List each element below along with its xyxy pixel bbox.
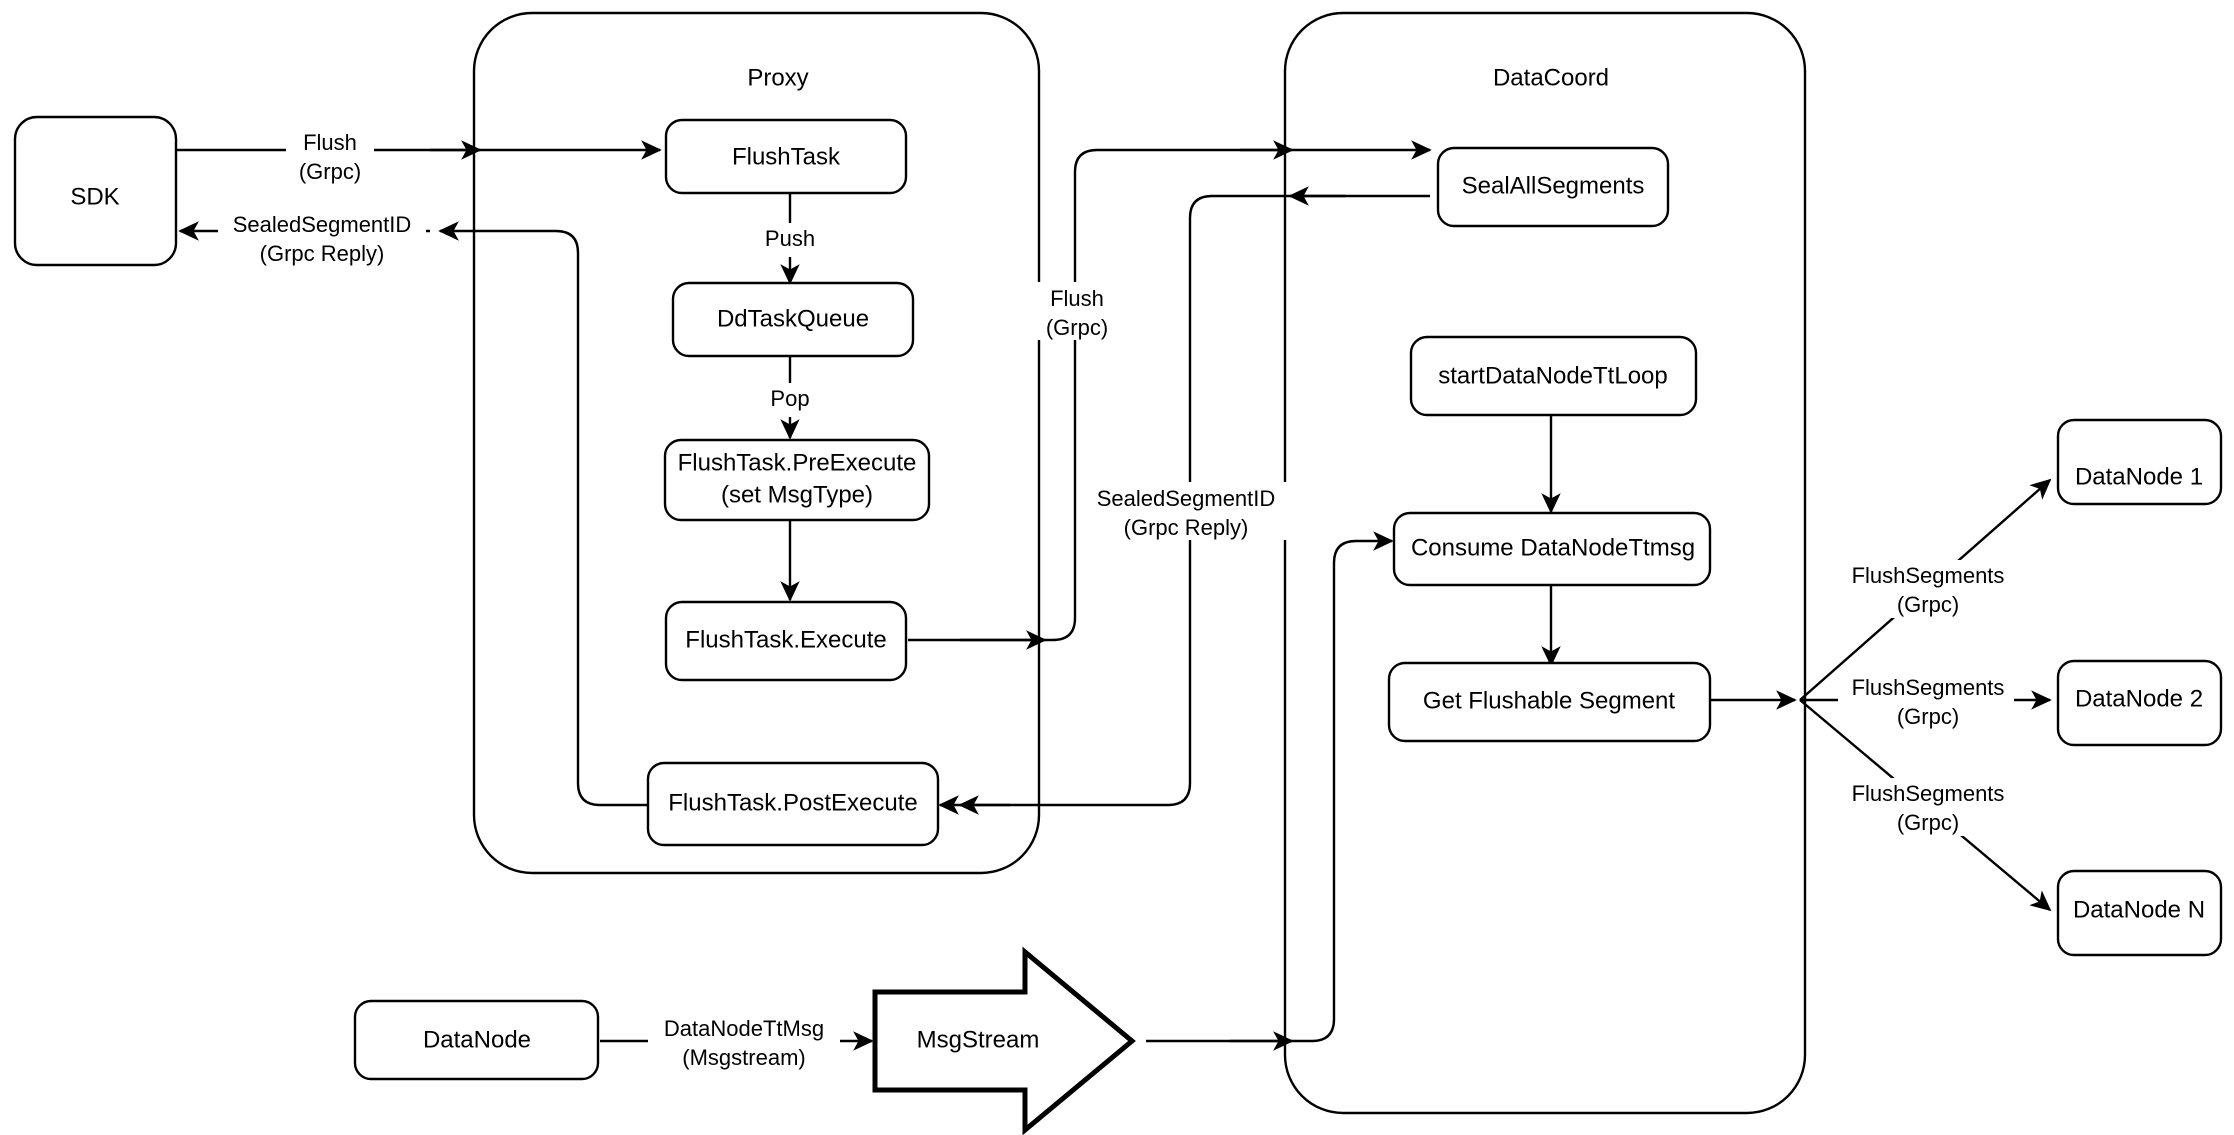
edge-label-pop: Pop — [770, 386, 809, 411]
edge-label-push: Push — [752, 223, 828, 257]
node-flush-task-execute[interactable]: FlushTask.Execute — [664, 600, 908, 682]
flush-task-preexecute-box[interactable] — [663, 438, 931, 522]
flush-task-execute-box[interactable] — [664, 600, 908, 682]
edge-label-coord-reply-line2: (Grpc Reply) — [1124, 515, 1249, 540]
edge-label-coord-reply-line1: SealedSegmentID — [1097, 486, 1276, 511]
label-bg — [648, 1012, 840, 1070]
edge-label-flush-segments-1-line1: FlushSegments — [1852, 563, 2005, 588]
node-dd-task-queue[interactable]: DdTaskQueue — [671, 281, 915, 358]
seal-all-segments-box[interactable] — [1436, 146, 1670, 228]
edge-label-pop: Pop — [756, 383, 824, 417]
node-seal-all-segments[interactable]: SealAllSegments — [1436, 146, 1670, 228]
edge-msgstream-to-consume — [1146, 531, 1394, 1043]
node-start-datanode-tt-loop[interactable]: startDataNodeTtLoop — [1409, 335, 1698, 417]
dd-task-queue-label: DdTaskQueue — [717, 305, 869, 332]
node-msgstream[interactable]: MsgStream — [872, 946, 1136, 1135]
edge-label-flush-grpc-line1: Flush — [303, 130, 357, 155]
edge-label-flush-segments-1: FlushSegments (Grpc) — [1838, 560, 2014, 618]
edge-label-datanode-ttmsg: DataNodeTtMsg (Msgstream) — [648, 1012, 840, 1070]
datanode-n-box[interactable] — [2056, 869, 2223, 957]
datanode-source-box[interactable] — [353, 999, 600, 1081]
flush-task-preexecute-label-line1: FlushTask.PreExecute — [678, 449, 917, 476]
edge-label-proxy-to-sdk: SealedSegmentID (Grpc Reply) — [218, 208, 426, 266]
consume-datanode-ttmsg-label: Consume DataNodeTtmsg — [1411, 534, 1695, 561]
proxy-group-label: Proxy — [747, 64, 808, 91]
edge-label-flush-segments-2-line1: FlushSegments — [1852, 675, 2005, 700]
flush-task-box[interactable] — [664, 118, 908, 195]
flush-task-execute-label: FlushTask.Execute — [685, 626, 886, 653]
label-bg — [756, 383, 824, 417]
node-datanode-n[interactable]: DataNode N — [2056, 869, 2223, 957]
datanode-n-label: DataNode N — [2073, 896, 2205, 923]
sdk-box[interactable] — [13, 115, 178, 267]
get-flushable-segment-box[interactable] — [1387, 661, 1712, 743]
label-bg — [1838, 560, 2014, 618]
datacoord-container-border — [1283, 11, 1807, 1115]
label-bg — [1838, 672, 2014, 730]
node-datanode-1[interactable]: DataNode 1 — [2056, 418, 2223, 506]
sdk-label: SDK — [70, 183, 119, 210]
group-proxy: Proxy — [472, 11, 1041, 875]
node-datanode-2[interactable]: DataNode 2 — [2056, 659, 2223, 747]
seal-all-segments-label: SealAllSegments — [1462, 172, 1645, 199]
edge-label-proxy-to-coord: Flush (Grpc) — [1030, 282, 1122, 340]
edge-label-flush-segments-2: FlushSegments (Grpc) — [1838, 672, 2014, 730]
edge-label-sdk-to-proxy: Flush (Grpc) — [286, 127, 374, 185]
edge-label-flush-segments-n-line1: FlushSegments — [1852, 781, 2005, 806]
edge-label-sealedsegmentid-line2: (Grpc Reply) — [260, 241, 385, 266]
edge-label-sealedsegmentid-line1: SealedSegmentID — [233, 212, 412, 237]
edge-label-flush-segments-1-line2: (Grpc) — [1897, 592, 1959, 617]
flush-task-preexecute-label-line2: (set MsgType) — [721, 481, 873, 508]
edge-label-flush-grpc-line2: (Grpc) — [299, 159, 361, 184]
group-datacoord: DataCoord — [1283, 11, 1807, 1115]
label-bg — [752, 223, 828, 257]
node-datanode-source[interactable]: DataNode — [353, 999, 600, 1081]
datanode-source-label: DataNode — [423, 1026, 531, 1053]
edge-label-flush-segments-n: FlushSegments (Grpc) — [1838, 778, 2014, 836]
edge-label-push: Push — [765, 226, 815, 251]
start-datanode-tt-loop-label: startDataNodeTtLoop — [1438, 362, 1667, 389]
datanode-1-box[interactable] — [2056, 418, 2223, 506]
dd-task-queue-box[interactable] — [671, 281, 915, 358]
msgstream-arrow-shape[interactable] — [872, 946, 1136, 1135]
edge-label-coord-flush-line2: (Grpc) — [1046, 315, 1108, 340]
msgstream-label: MsgStream — [917, 1026, 1040, 1053]
edge-label-coord-to-proxy: SealedSegmentID (Grpc Reply) — [1085, 482, 1293, 540]
node-sdk[interactable]: SDK — [13, 115, 178, 267]
datacoord-group-label: DataCoord — [1493, 64, 1609, 91]
label-bg — [1085, 482, 1293, 540]
edge-label-datanode-ttmsg-line1: DataNodeTtMsg — [664, 1016, 824, 1041]
edge-label-coord-flush-line1: Flush — [1050, 286, 1104, 311]
flush-task-postexecute-box[interactable] — [646, 761, 940, 847]
edge-label-flush-segments-n-line2: (Grpc) — [1897, 810, 1959, 835]
edge-label-flush-segments-2-line2: (Grpc) — [1897, 704, 1959, 729]
label-bg — [1838, 778, 2014, 836]
datanode-1-label: DataNode 1 — [2075, 463, 2203, 490]
edge-label-datanode-ttmsg-line2: (Msgstream) — [682, 1045, 805, 1070]
node-flush-task-preexecute[interactable]: FlushTask.PreExecute (set MsgType) — [663, 438, 931, 522]
datanode-2-box[interactable] — [2056, 659, 2223, 747]
proxy-container-border — [472, 11, 1041, 875]
node-flush-task[interactable]: FlushTask — [664, 118, 908, 195]
flush-task-postexecute-label: FlushTask.PostExecute — [668, 789, 917, 816]
node-consume-datanode-ttmsg[interactable]: Consume DataNodeTtmsg — [1392, 511, 1712, 587]
get-flushable-segment-label: Get Flushable Segment — [1423, 687, 1675, 714]
edge-execute-to-sealallsegments — [908, 140, 1432, 642]
start-datanode-tt-loop-box[interactable] — [1409, 335, 1698, 417]
flush-task-label: FlushTask — [732, 143, 841, 170]
label-bg — [286, 127, 374, 185]
datanode-2-label: DataNode 2 — [2075, 685, 2203, 712]
node-get-flushable-segment[interactable]: Get Flushable Segment — [1387, 661, 1712, 743]
label-bg — [1030, 282, 1122, 340]
label-bg — [218, 208, 426, 266]
consume-datanode-ttmsg-box[interactable] — [1392, 511, 1712, 587]
node-flush-task-postexecute[interactable]: FlushTask.PostExecute — [646, 761, 940, 847]
edge-postexecute-to-sdk-rail — [438, 221, 648, 807]
